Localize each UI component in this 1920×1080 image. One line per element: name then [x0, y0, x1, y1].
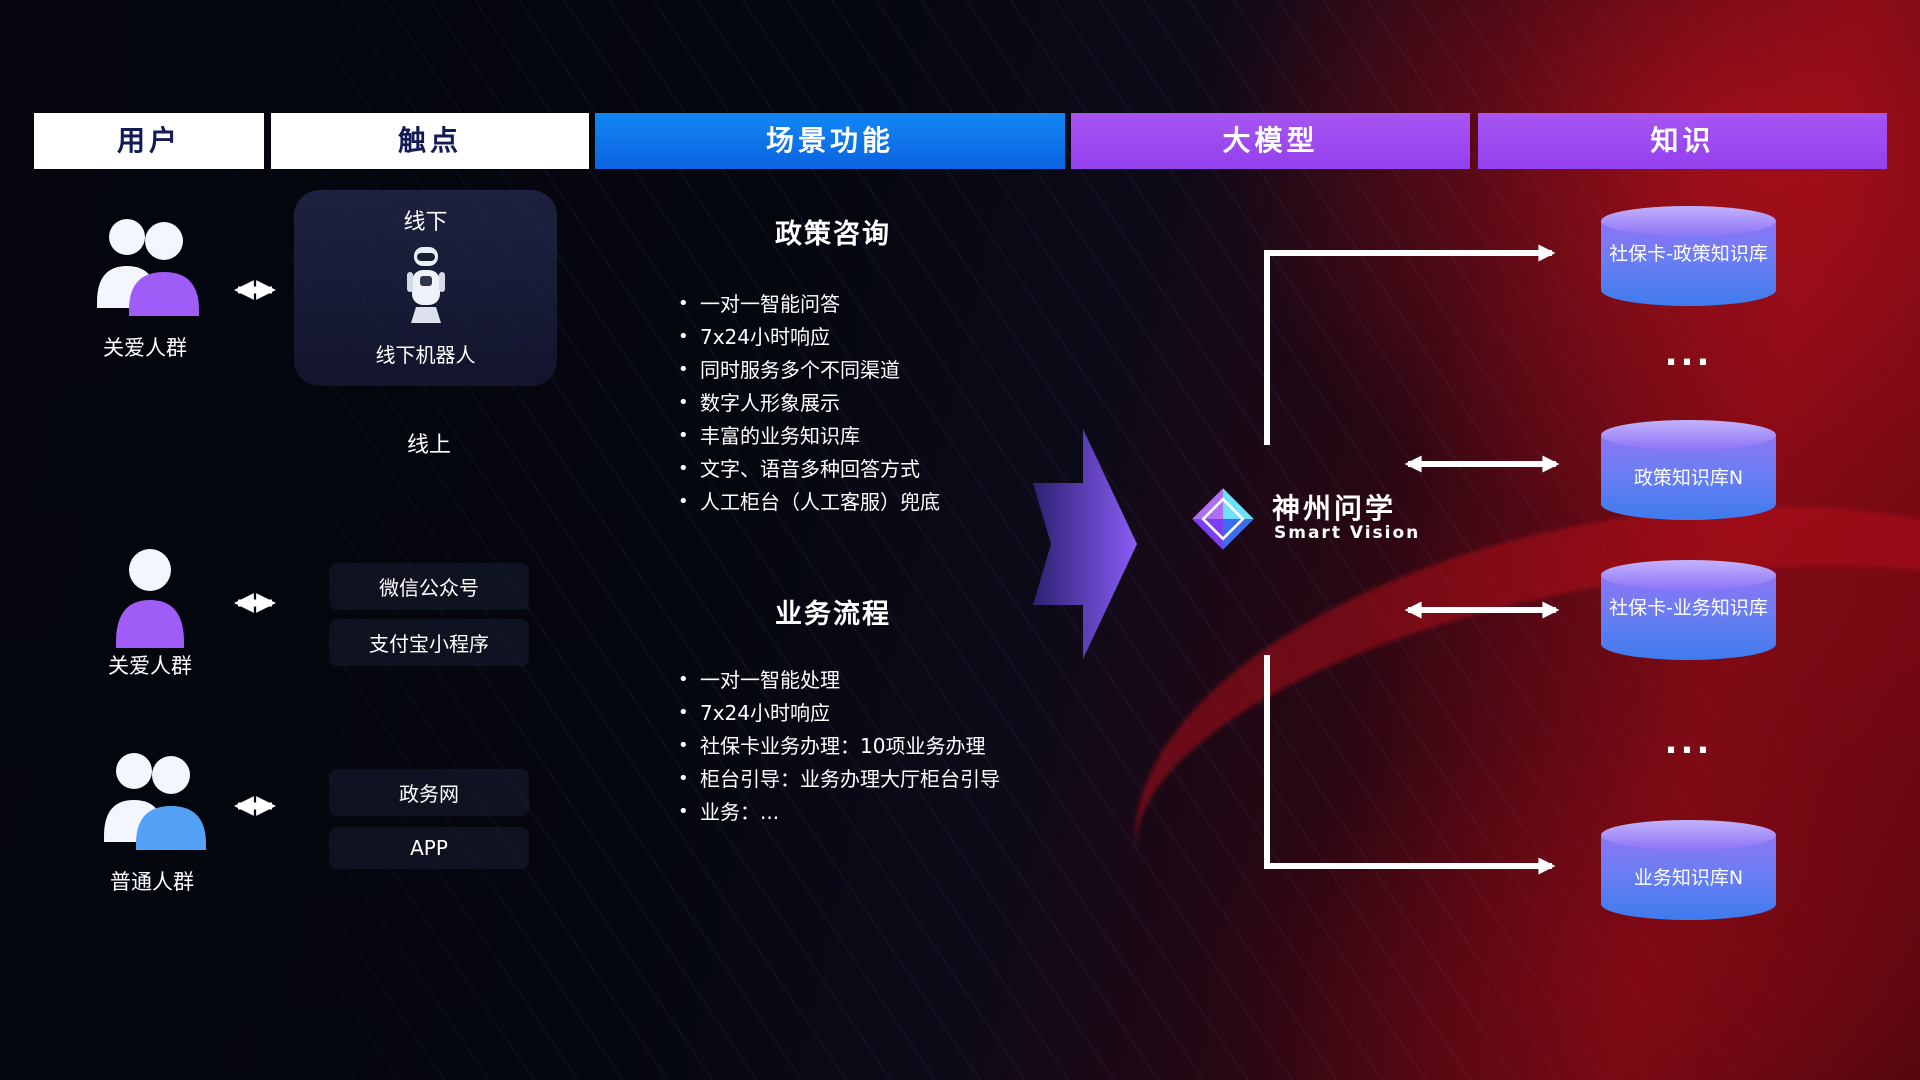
flow-arrow-icon — [1033, 429, 1137, 659]
column-header-scenes: 场景功能 — [595, 113, 1065, 169]
online-title: 线上 — [406, 433, 451, 458]
user-group-3-label: 普通人群 — [110, 870, 194, 894]
touchpoint-wechat: 微信公众号 — [329, 563, 529, 610]
column-header-knowledge: 知识 — [1478, 113, 1887, 169]
touchpoint-app: APP — [329, 827, 529, 869]
scene-policy-bullets: 一对一智能问答 7x24小时响应 同时服务多个不同渠道 数字人形象展示 丰富的业… — [676, 292, 1106, 523]
knowledge-db-label: 社保卡-业务知识库 — [1609, 597, 1768, 619]
bullet-item: 业务：... — [676, 800, 1106, 824]
touchpoint-gov-web: 政务网 — [329, 769, 529, 816]
user-group-purple-icon — [85, 212, 205, 324]
column-header-users: 用户 — [34, 113, 264, 169]
model-subtitle: Smart Vision — [1274, 523, 1421, 543]
robot-icon — [403, 245, 449, 331]
knowledge-db-label: 社保卡-政策知识库 — [1609, 243, 1768, 265]
bullet-item: 柜台引导：业务办理大厅柜台引导 — [676, 767, 1106, 791]
touchpoint-alipay: 支付宝小程序 — [329, 619, 529, 666]
user-person-purple-icon — [110, 543, 190, 655]
offline-title: 线下 — [403, 210, 448, 235]
offline-touchpoint-card: 线下 线下机器人 — [294, 190, 557, 386]
bullet-item: 一对一智能处理 — [676, 668, 1106, 692]
scene-workflow-bullets: 一对一智能处理 7x24小时响应 社保卡业务办理：10项业务办理 柜台引导：业务… — [676, 668, 1106, 833]
scene-policy-title: 政策咨询 — [775, 219, 891, 250]
knowledge-db-label: 政策知识库N — [1633, 467, 1744, 489]
bullet-item: 社保卡业务办理：10项业务办理 — [676, 734, 1106, 758]
scene-workflow-title: 业务流程 — [775, 599, 891, 630]
bullet-item: 数字人形象展示 — [676, 391, 1106, 415]
knowledge-db-business-social-icon: 社保卡-业务知识库 — [1601, 560, 1776, 660]
bullet-item: 7x24小时响应 — [676, 325, 1106, 349]
smart-vision-logo-icon — [1190, 486, 1256, 556]
bullet-item: 7x24小时响应 — [676, 701, 1106, 725]
model-name: 神州问学 — [1272, 492, 1397, 525]
bullet-item: 人工柜台（人工客服）兜底 — [676, 490, 1106, 514]
user-group-1-label: 关爱人群 — [103, 336, 187, 360]
knowledge-ellipsis: ... — [1664, 334, 1713, 374]
column-header-touchpoints: 触点 — [271, 113, 589, 169]
user-person-2-label: 关爱人群 — [108, 654, 192, 678]
offline-robot-label: 线下机器人 — [375, 343, 476, 367]
column-header-llm: 大模型 — [1071, 113, 1470, 169]
bullet-item: 丰富的业务知识库 — [676, 424, 1106, 448]
bullet-item: 同时服务多个不同渠道 — [676, 358, 1106, 382]
knowledge-ellipsis: ... — [1664, 722, 1713, 762]
bullet-item: 一对一智能问答 — [676, 292, 1106, 316]
knowledge-db-label: 业务知识库N — [1633, 867, 1744, 889]
knowledge-db-business-n-icon: 业务知识库N — [1601, 820, 1776, 920]
elbow-arrow-down-icon — [1264, 655, 1556, 875]
elbow-arrow-up-icon — [1264, 244, 1556, 445]
user-group-blue-icon — [92, 746, 212, 858]
knowledge-db-policy-n-icon: 政策知识库N — [1601, 420, 1776, 520]
knowledge-db-policy-social-icon: 社保卡-政策知识库 — [1601, 206, 1776, 306]
bullet-item: 文字、语音多种回答方式 — [676, 457, 1106, 481]
